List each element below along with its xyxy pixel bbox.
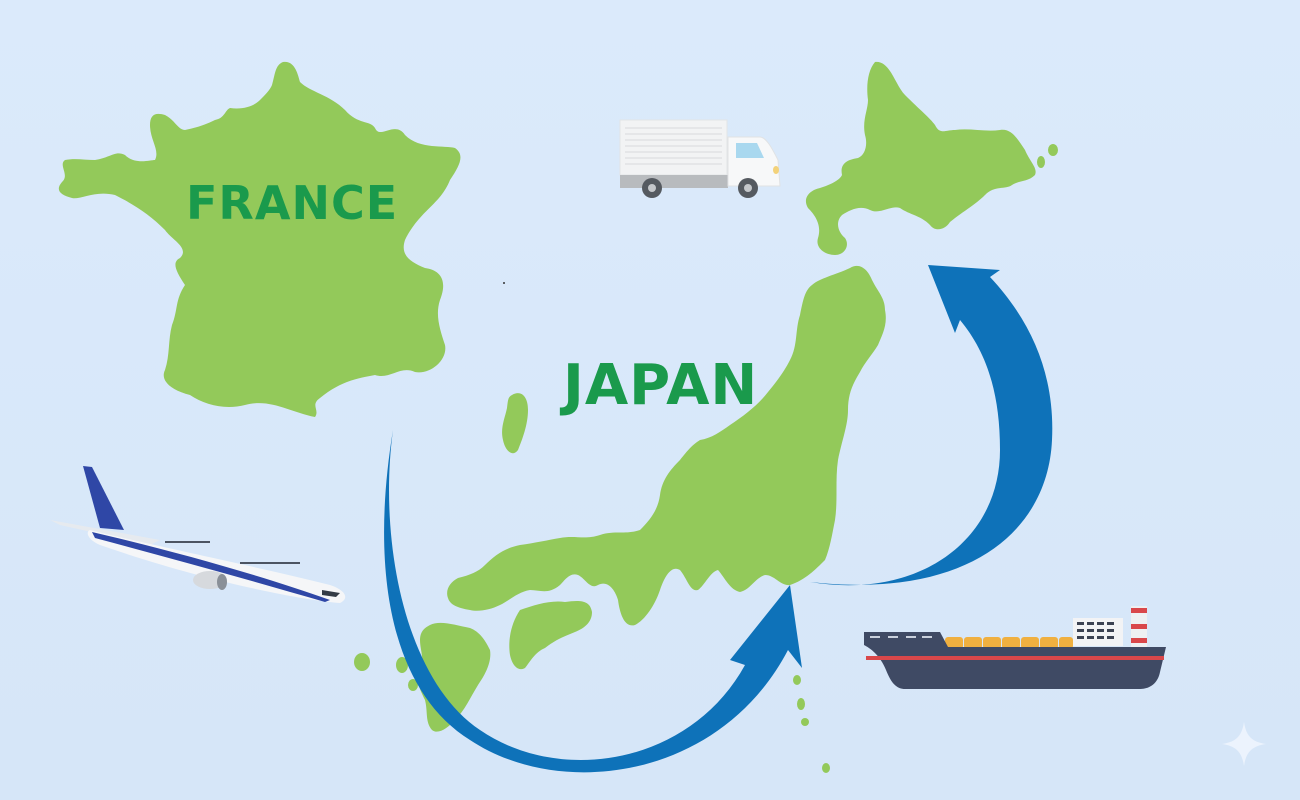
island (797, 698, 805, 710)
island (408, 679, 418, 691)
sado-island (502, 393, 528, 454)
japan-label: JAPAN (563, 353, 759, 418)
delivery-truck-icon (619, 119, 781, 198)
shikoku-map (509, 601, 592, 670)
cargo-ship-icon (864, 606, 1166, 689)
island (793, 675, 801, 685)
france-label: FRANCE (186, 176, 399, 230)
sparkle-icon (1222, 722, 1266, 766)
curved-arrow-icon (810, 265, 1053, 586)
airplane-icon (50, 466, 346, 603)
kuril-island (1037, 156, 1045, 168)
island (801, 718, 809, 726)
stray-dot (503, 282, 505, 284)
kuril-island (1048, 144, 1058, 156)
island (396, 657, 408, 673)
france-map (58, 61, 461, 417)
island (822, 763, 830, 773)
hokkaido-map (805, 61, 1036, 255)
honshu-map (447, 265, 886, 626)
island (354, 653, 370, 671)
